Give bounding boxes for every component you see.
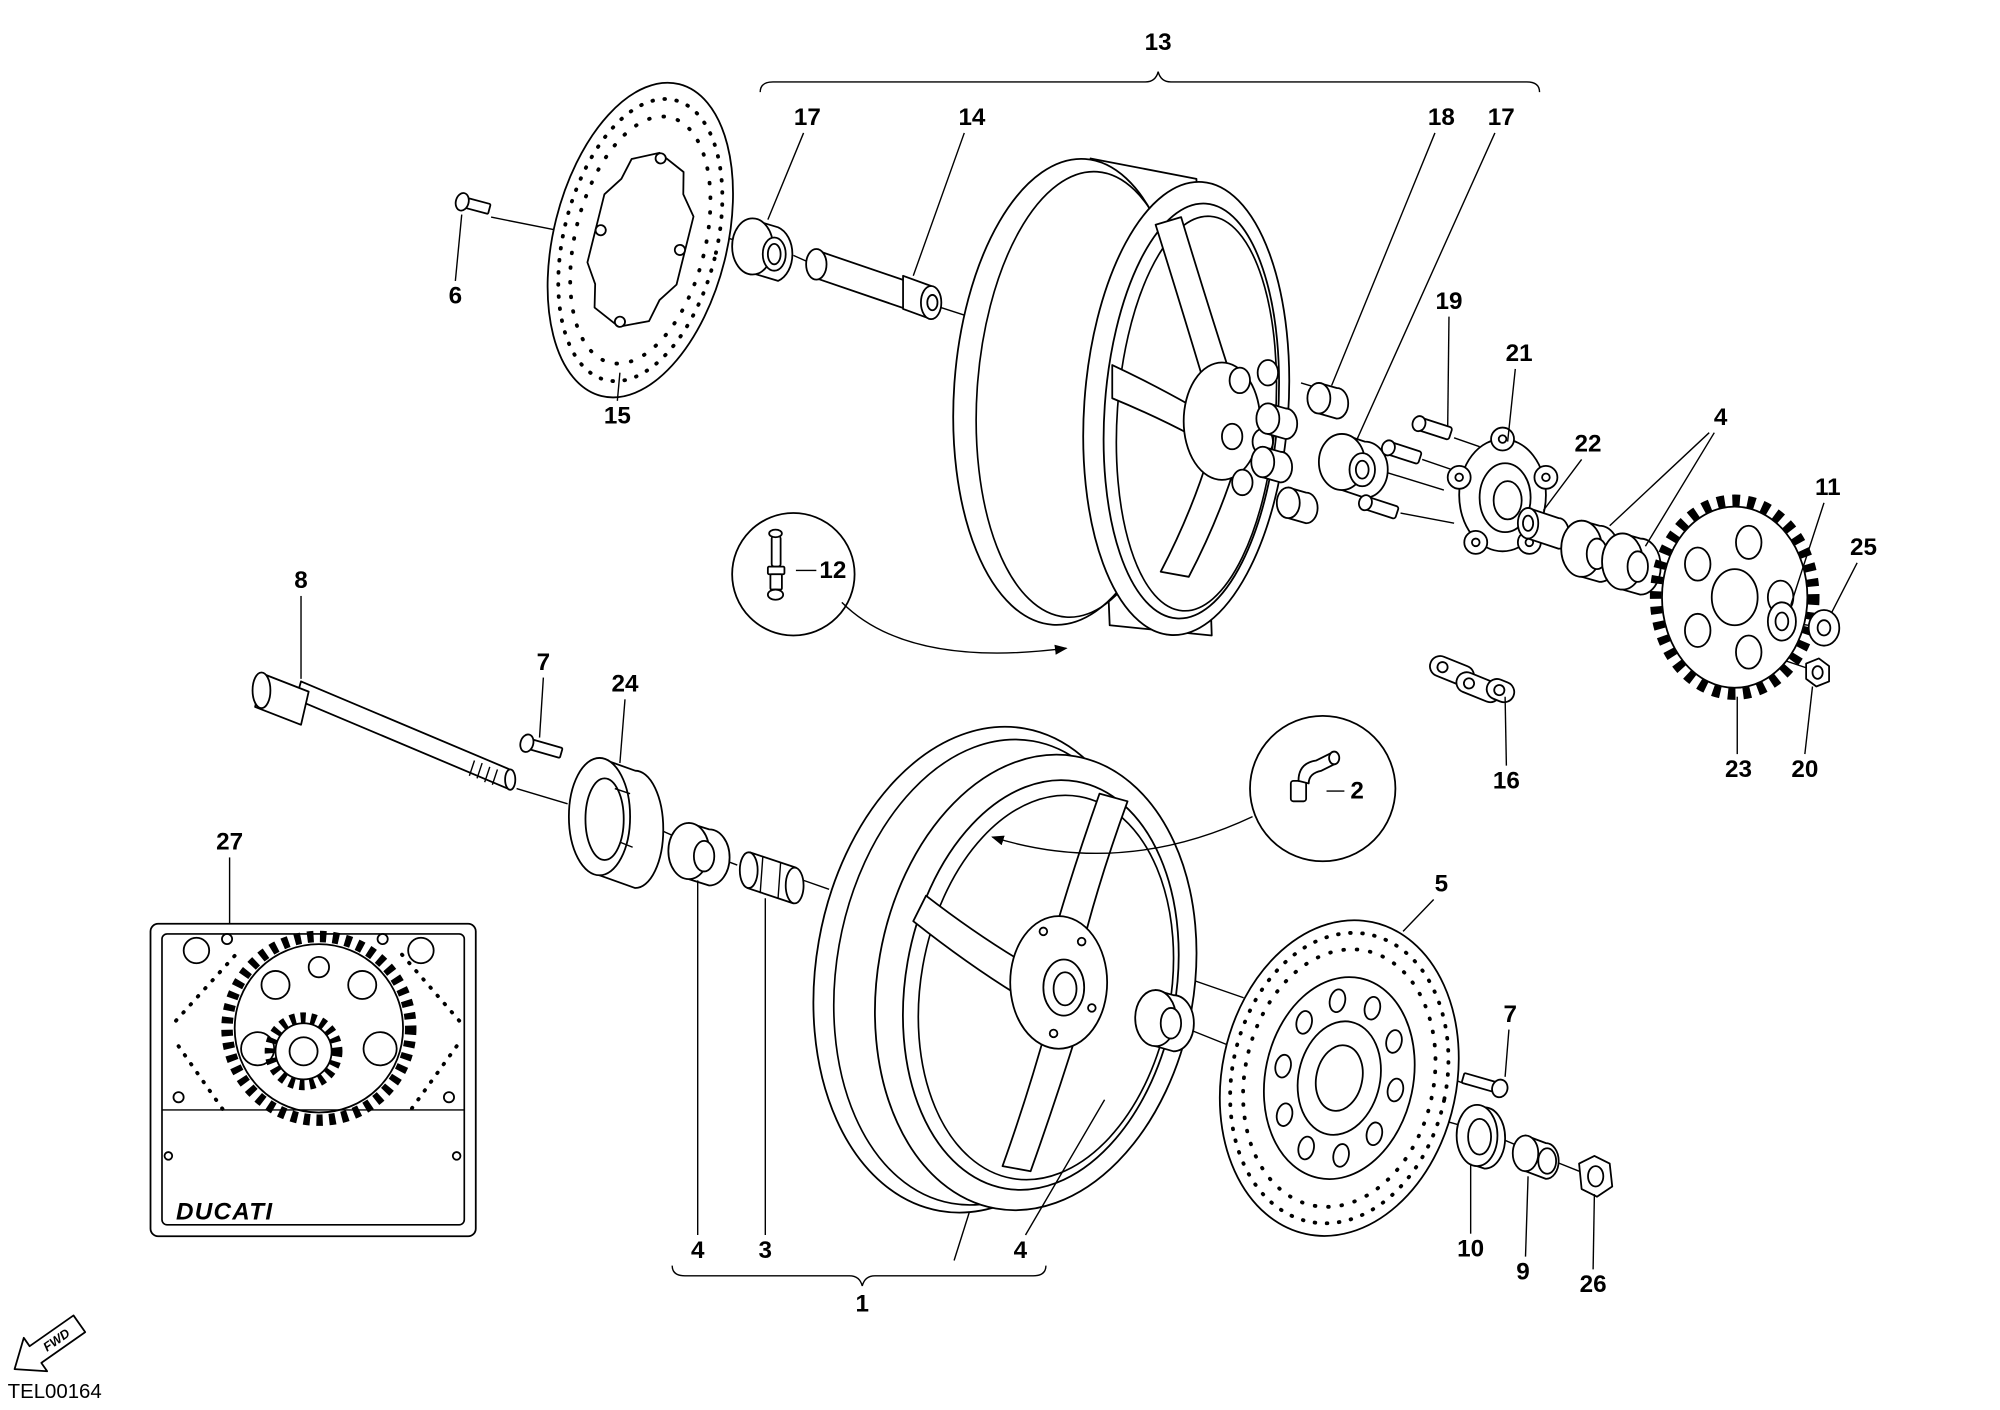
axle-nut: [1578, 1155, 1614, 1198]
front-brake-disc: [1218, 919, 1460, 1237]
front-wheel: [812, 725, 1198, 1214]
callout-label: 26: [1580, 1271, 1607, 1298]
callout-label: 2: [1350, 778, 1363, 805]
callout-label: 7: [537, 649, 550, 676]
front-wheel-assembly-bracket: [671, 1265, 1047, 1287]
front-wheel-spoke: [1001, 1019, 1080, 1173]
rear-brake-disc: [546, 81, 734, 399]
callout-label: 4: [691, 1237, 705, 1264]
rear-wheel-assembly-bracket: [759, 71, 1541, 93]
bearing: [1317, 433, 1389, 499]
callout-label: 27: [216, 829, 243, 856]
cush-drive-rubber: [1250, 382, 1350, 525]
callout-label: 19: [1436, 288, 1463, 315]
callout-label: 24: [612, 670, 639, 697]
sprocket-spacer: [1516, 507, 1570, 550]
angled-tyre-valve: [1289, 750, 1341, 803]
chain-link: [1429, 655, 1516, 704]
callout-label: 15: [604, 403, 631, 430]
bolt: [519, 733, 564, 759]
sprocket-nut: [1805, 657, 1830, 688]
callout-label: 4: [1014, 1237, 1028, 1264]
leader-lines: [228, 132, 1858, 1270]
callout-label: 20: [1791, 756, 1818, 783]
hub-spacer: [738, 851, 805, 905]
callout-label: 1: [856, 1290, 869, 1317]
seal-washer: [1455, 1103, 1506, 1170]
callout-label: 18: [1428, 104, 1455, 131]
rear-valve-detail: [731, 512, 1068, 655]
washer: [1807, 609, 1841, 647]
front-wheel-spoke: [912, 894, 1037, 1004]
callout-label: 12: [819, 557, 846, 584]
callout-label: 21: [1506, 340, 1533, 367]
rear-wheel-spoke: [1154, 216, 1234, 384]
rear-wheel-spoke: [1159, 453, 1239, 578]
tyre-valve: [766, 528, 786, 601]
spacer: [1511, 1134, 1560, 1180]
callout-label: 9: [1516, 1258, 1529, 1285]
bearing: [667, 822, 731, 887]
disc-bolt: [454, 192, 492, 215]
callout-label: 23: [1725, 756, 1752, 783]
callout-label: 13: [1145, 29, 1172, 56]
callout-label: 8: [294, 567, 307, 594]
callout-label: 10: [1457, 1236, 1484, 1263]
bolt: [1461, 1072, 1509, 1099]
pointer-arrow: [841, 601, 1068, 655]
callout-label: 11: [1815, 474, 1841, 501]
rear-wheel-spoke: [1111, 364, 1195, 438]
callout-label: 16: [1493, 767, 1520, 794]
brand-logo-text: DUCATI: [176, 1199, 273, 1226]
washer: [1766, 601, 1797, 642]
callout-label: 25: [1850, 534, 1877, 561]
bearing: [731, 217, 794, 282]
rear-wheel: [952, 157, 1291, 637]
callout-labels: 13 17 14 18 17 6 15 19 21 4 22 11 25 12 …: [216, 29, 1877, 1317]
callout-label: 7: [1503, 1001, 1516, 1028]
forward-direction-arrow: FWD: [13, 1314, 87, 1373]
bearing: [1134, 989, 1195, 1053]
callout-label: 3: [759, 1237, 772, 1264]
callout-label: 14: [958, 104, 985, 131]
front-axle: [251, 671, 517, 791]
wheel-spacer: [567, 757, 665, 889]
flange-stud: [1358, 415, 1453, 520]
bearing: [1601, 532, 1662, 596]
callout-label: 17: [794, 104, 821, 131]
pointer-arrow: [991, 815, 1253, 855]
callout-label: 17: [1488, 104, 1515, 131]
front-valve-detail: [991, 714, 1397, 863]
callout-label: 22: [1575, 431, 1602, 458]
drawing-code: TEL00164: [8, 1381, 102, 1403]
sprocket-info-plate: DUCATI: [149, 922, 477, 1238]
rear-axle-spacer: [805, 248, 943, 321]
callout-label: 5: [1435, 871, 1448, 898]
callout-label: 6: [449, 283, 462, 310]
rear-sprocket: [1649, 494, 1820, 700]
callout-label: 4: [1714, 404, 1728, 431]
